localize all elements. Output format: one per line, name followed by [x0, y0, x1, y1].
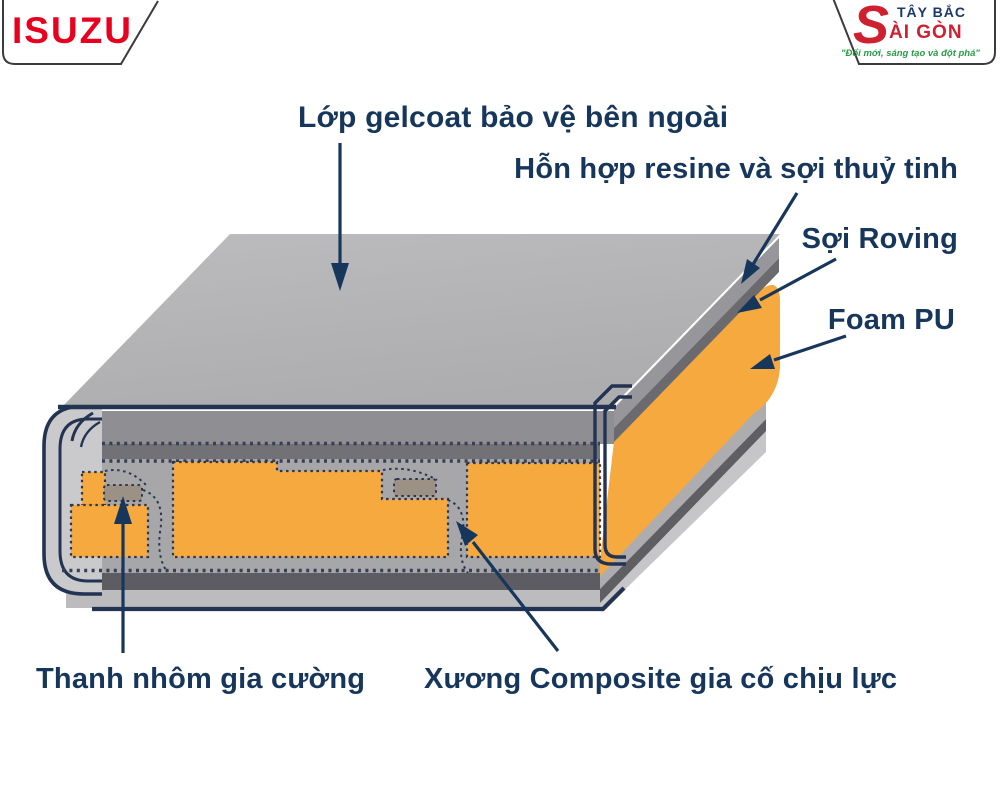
bottom-sheet-front-edge — [92, 586, 626, 612]
foam-pu-blocks — [69, 460, 602, 559]
label-roving: Sợi Roving — [801, 223, 958, 255]
callout-arrows — [114, 143, 847, 653]
resine-sheet-side-strip — [614, 238, 779, 428]
channel-inner-edge — [58, 417, 102, 583]
isuzu-logo: ISUZU — [0, 0, 170, 70]
isuzu-logo-text: ISUZU — [12, 10, 133, 51]
gelcoat-top-sheet — [62, 234, 780, 407]
label-gelcoat: Lớp gelcoat bảo vệ bên ngoài — [298, 101, 729, 134]
tbsg-logo: S TÂY BẮC ÀI GÒN "Đổi mới, sáng tạo và đ… — [825, 0, 1000, 70]
aluminum-bars — [103, 478, 437, 502]
composite-rib-outlines — [104, 467, 469, 574]
label-foam: Foam PU — [827, 304, 955, 336]
foam-block-3 — [465, 461, 602, 559]
stitch-seam-rows — [62, 441, 600, 573]
label-aluminum: Thanh nhôm gia cường — [36, 663, 366, 695]
tbsg-logo-line1: TÂY BẮC — [897, 4, 966, 20]
bottom-sheet-side-strips — [598, 400, 766, 612]
label-resine: Hỗn hợp resine và sợi thuỷ tinh — [514, 153, 958, 185]
tbsg-logo-s: S — [853, 0, 890, 55]
tbsg-logo-frame — [832, 0, 996, 65]
channel-accent-arc — [79, 420, 101, 448]
foam-block-1 — [69, 503, 150, 559]
channel-accent-arc — [70, 411, 94, 442]
tbsg-logo-line2: ÀI GÒN — [889, 22, 963, 43]
composite-arrow — [471, 541, 560, 652]
foam-block-tab — [80, 470, 107, 508]
label-composite: Xương Composite gia cố chịu lực — [424, 663, 898, 695]
right-edge-channel — [593, 384, 632, 566]
roving-arrow — [759, 257, 837, 302]
tbsg-logo-tagline: "Đổi mới, sáng tạo và đột phá" — [841, 48, 980, 59]
aluminum-bar-2 — [393, 478, 437, 497]
isuzu-logo-frame — [2, 0, 159, 65]
foam-arrow — [773, 334, 847, 362]
resine-arrow — [750, 192, 799, 267]
roving-sheet-side-strip — [614, 258, 779, 442]
foam-block-2 — [171, 460, 450, 559]
